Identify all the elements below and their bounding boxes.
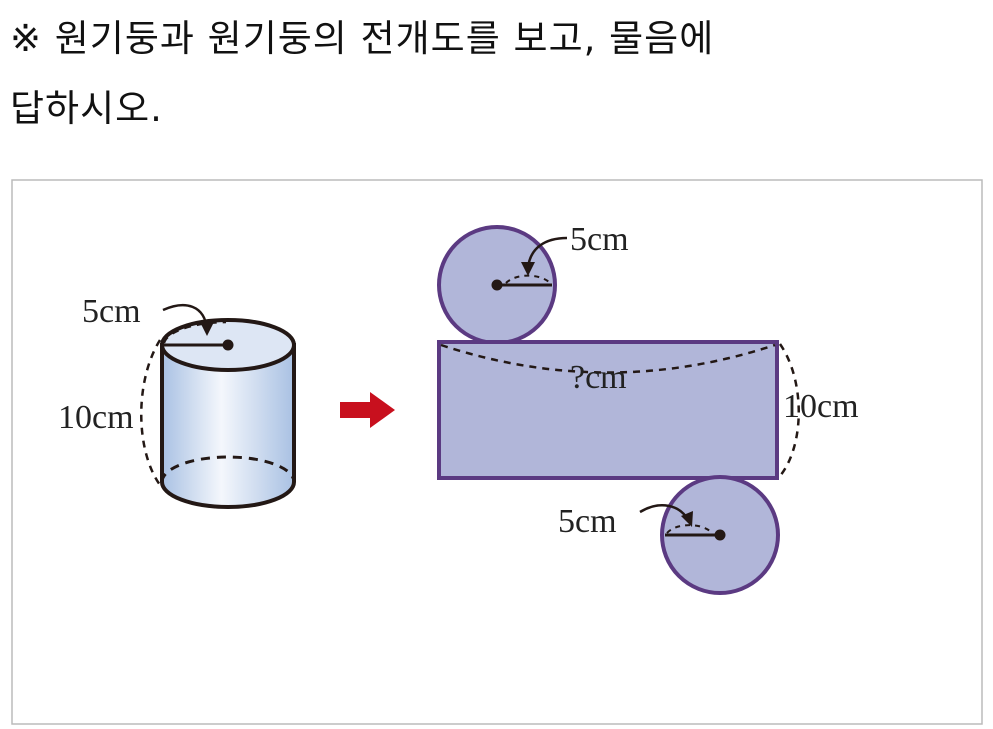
center-point bbox=[222, 339, 234, 351]
net-width-label: ?cm bbox=[570, 359, 627, 396]
question-line-2: 답하시오. bbox=[10, 87, 163, 130]
right-arrow-icon bbox=[340, 392, 395, 428]
arrowhead-icon bbox=[200, 322, 214, 336]
net-top-radius-label: 5cm bbox=[570, 221, 629, 258]
cylinder-height-label: 10cm bbox=[58, 399, 134, 436]
net-rectangle bbox=[437, 340, 779, 480]
net-bottom-radius-label: 5cm bbox=[558, 503, 617, 540]
net-height-label: 10cm bbox=[783, 388, 859, 425]
question-line-1: ※ 원기둥과 원기둥의 전개도를 보고, 물음에 bbox=[10, 17, 715, 60]
cylinder-net bbox=[437, 225, 800, 595]
cylinder bbox=[140, 303, 296, 509]
cylinder-radius-label: 5cm bbox=[82, 293, 141, 330]
